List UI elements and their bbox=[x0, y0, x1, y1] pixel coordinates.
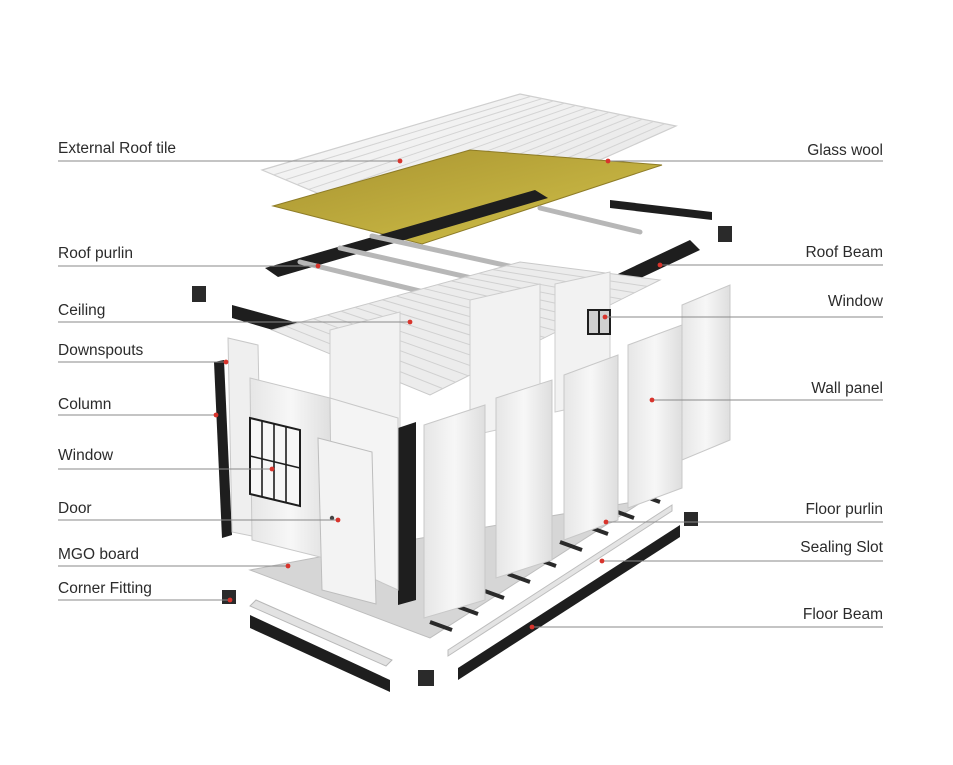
label-corner-fitting: Corner Fitting bbox=[58, 580, 152, 597]
floor-purlin-bar bbox=[429, 620, 453, 632]
label-door: Door bbox=[58, 500, 92, 517]
right-wall-panels bbox=[423, 284, 731, 619]
roof-rib bbox=[320, 104, 576, 195]
ceiling-rib bbox=[506, 265, 648, 287]
label-ceiling: Ceiling bbox=[58, 302, 106, 319]
floor-purlin-bar bbox=[481, 588, 505, 600]
label-roof-beam: Roof Beam bbox=[805, 244, 883, 261]
label-mgo-board: MGO board bbox=[58, 546, 139, 563]
label-wall-panel: Wall panel bbox=[811, 380, 883, 397]
roof-rib bbox=[296, 100, 554, 186]
marker-dots bbox=[213, 158, 663, 630]
leader-lines bbox=[58, 160, 883, 628]
roof-rib bbox=[308, 102, 565, 190]
label-sealing-slot: Sealing Slot bbox=[800, 539, 883, 556]
label-floor-beam: Floor Beam bbox=[802, 606, 883, 623]
roof-rib bbox=[285, 98, 543, 181]
label-downspouts: Downspouts bbox=[58, 342, 144, 359]
floor-purlin-bar bbox=[507, 572, 531, 584]
label-glass-wool: Glass wool bbox=[807, 142, 883, 159]
label-roof-purlin: Roof purlin bbox=[58, 245, 133, 262]
label-floor-purlin: Floor purlin bbox=[805, 501, 883, 518]
left-wall bbox=[227, 337, 399, 605]
label-external-roof-tile: External Roof tile bbox=[58, 140, 177, 157]
label-window-left: Window bbox=[58, 447, 114, 464]
floor-purlin-bar bbox=[559, 540, 583, 552]
ceiling-rib bbox=[492, 269, 635, 294]
label-column: Column bbox=[58, 396, 112, 413]
ceiling-rib bbox=[340, 310, 495, 364]
label-window-right: Window bbox=[827, 293, 883, 310]
roof-rib bbox=[273, 95, 532, 176]
glass-wool bbox=[271, 149, 663, 245]
